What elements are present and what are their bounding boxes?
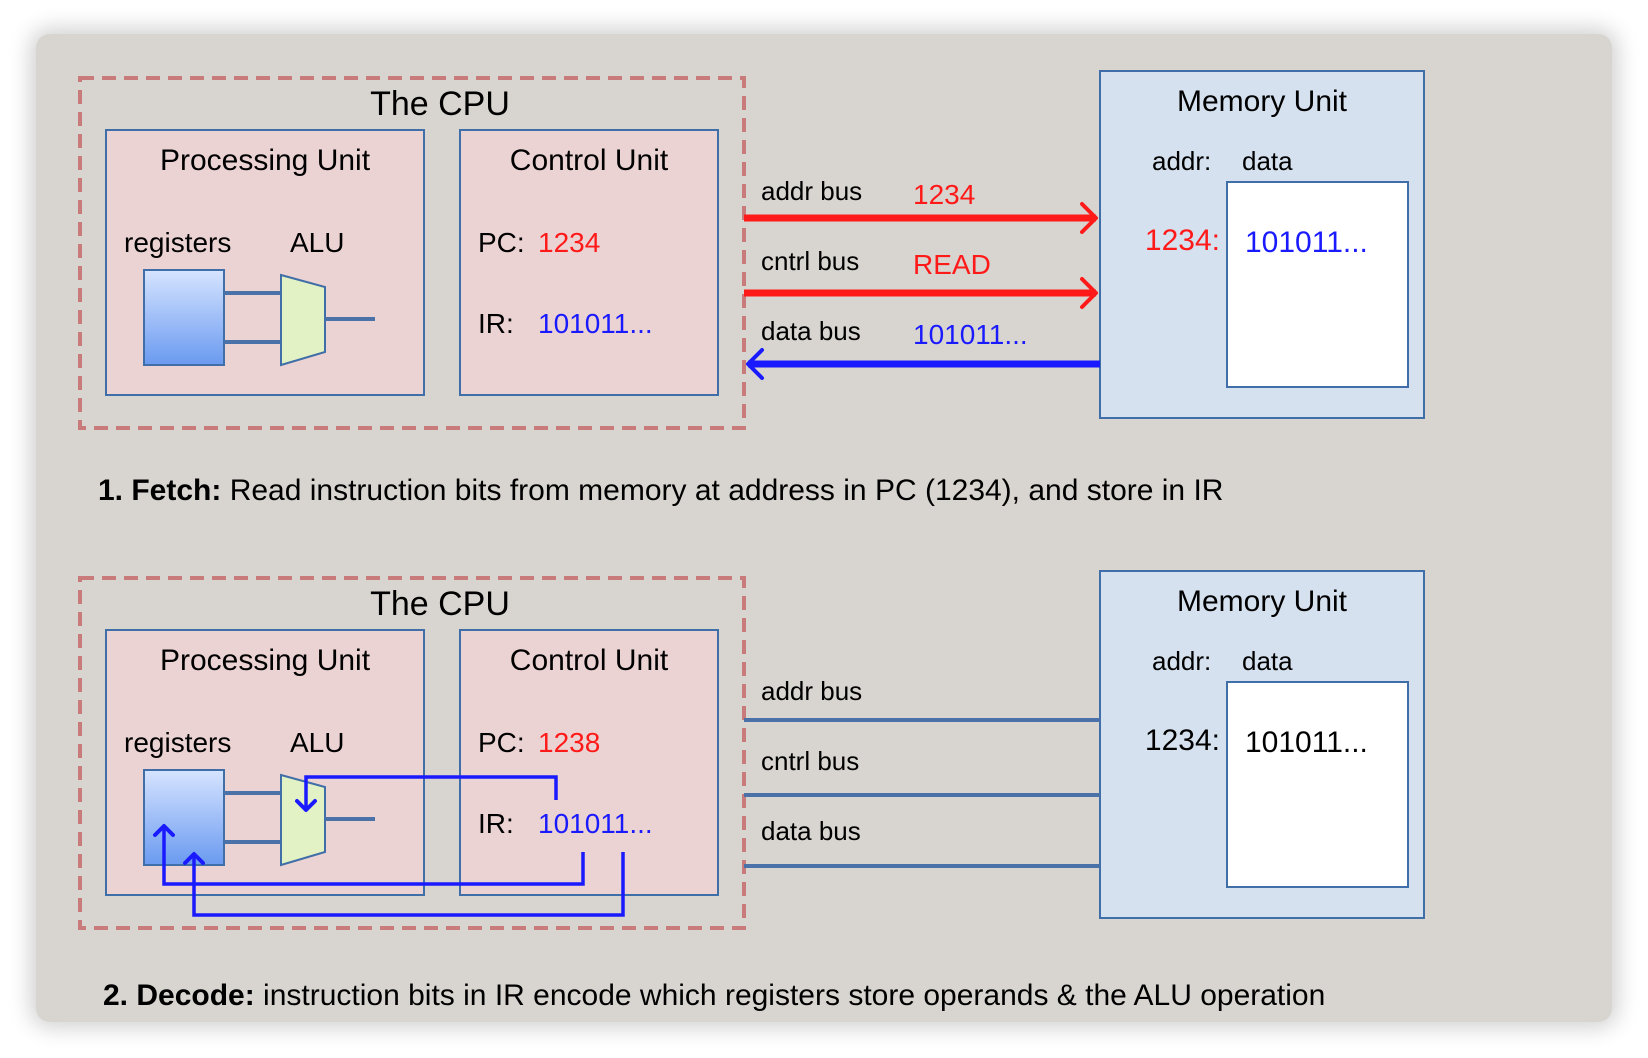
memory-data-header: data <box>1242 146 1293 176</box>
caption-step: 2. Decode: <box>103 979 255 1012</box>
pc-label: PC: <box>478 727 525 758</box>
registers-label: registers <box>124 227 231 258</box>
cpu-boundary <box>78 576 746 930</box>
bus-label: addr bus <box>761 676 862 706</box>
caption-text: instruction bits in IR encode which regi… <box>255 979 1326 1012</box>
bus-label: cntrl bus <box>761 246 859 276</box>
ir-value: 101011... <box>538 308 653 339</box>
bus-value: 101011... <box>913 319 1028 350</box>
alu-shape <box>280 773 326 867</box>
register-block <box>143 769 225 866</box>
memory-data-value: 101011... <box>1245 726 1368 759</box>
decode-arrowhead <box>153 824 175 837</box>
alu-shape <box>280 273 326 367</box>
decode-arrow-reg2 <box>192 852 625 917</box>
control-unit-box <box>459 129 719 396</box>
ir-value: 101011... <box>538 808 653 839</box>
pc-value: 1238 <box>538 727 600 758</box>
memory-data-cell <box>1226 681 1409 888</box>
alu-label: ALU <box>290 227 344 258</box>
decode-caption: 2. Decode: instruction bits in IR encode… <box>103 979 1325 1012</box>
memory-address: 1234: <box>1145 224 1220 257</box>
pc-label: PC: <box>478 227 525 258</box>
processing-unit-title: Processing Unit <box>160 644 371 677</box>
memory-unit-title: Memory Unit <box>1177 585 1348 618</box>
control-unit-title: Control Unit <box>510 144 669 177</box>
bus-arrowhead <box>1080 202 1098 234</box>
cpu-title: The CPU <box>370 585 510 623</box>
bus-arrowhead <box>1080 277 1098 309</box>
bus-label: data bus <box>761 316 861 346</box>
bus-label: cntrl bus <box>761 746 859 776</box>
ir-label: IR: <box>478 308 514 339</box>
bus-label: addr bus <box>761 176 862 206</box>
control-unit-box <box>459 629 719 896</box>
decode-arrowhead <box>183 852 205 865</box>
cpu-title: The CPU <box>370 85 510 123</box>
decode-arrowhead <box>295 799 317 812</box>
memory-address: 1234: <box>1145 724 1220 757</box>
bus-arrowhead <box>746 348 764 380</box>
alu-label: ALU <box>290 727 344 758</box>
memory-data-value: 101011... <box>1245 226 1368 259</box>
register-block <box>143 269 225 366</box>
decode-arrow-reg1 <box>162 828 585 886</box>
ir-label: IR: <box>478 808 514 839</box>
processing-unit-title: Processing Unit <box>160 144 371 177</box>
registers-label: registers <box>124 727 231 758</box>
bus-value: 1234 <box>913 179 975 210</box>
caption-step: 1. Fetch: <box>98 474 221 507</box>
memory-unit-title: Memory Unit <box>1177 85 1348 118</box>
bus-value: READ <box>913 249 991 280</box>
memory-addr-header: addr: <box>1152 646 1211 676</box>
decode-arrow-alu <box>304 775 558 810</box>
fetch-caption: 1. Fetch: Read instruction bits from mem… <box>98 474 1223 507</box>
memory-data-header: data <box>1242 646 1293 676</box>
caption-text: Read instruction bits from memory at add… <box>221 474 1223 507</box>
memory-data-cell <box>1226 181 1409 388</box>
control-unit-title: Control Unit <box>510 644 669 677</box>
cpu-boundary <box>78 76 746 430</box>
bus-label: data bus <box>761 816 861 846</box>
memory-addr-header: addr: <box>1152 146 1211 176</box>
pc-value: 1234 <box>538 227 600 258</box>
